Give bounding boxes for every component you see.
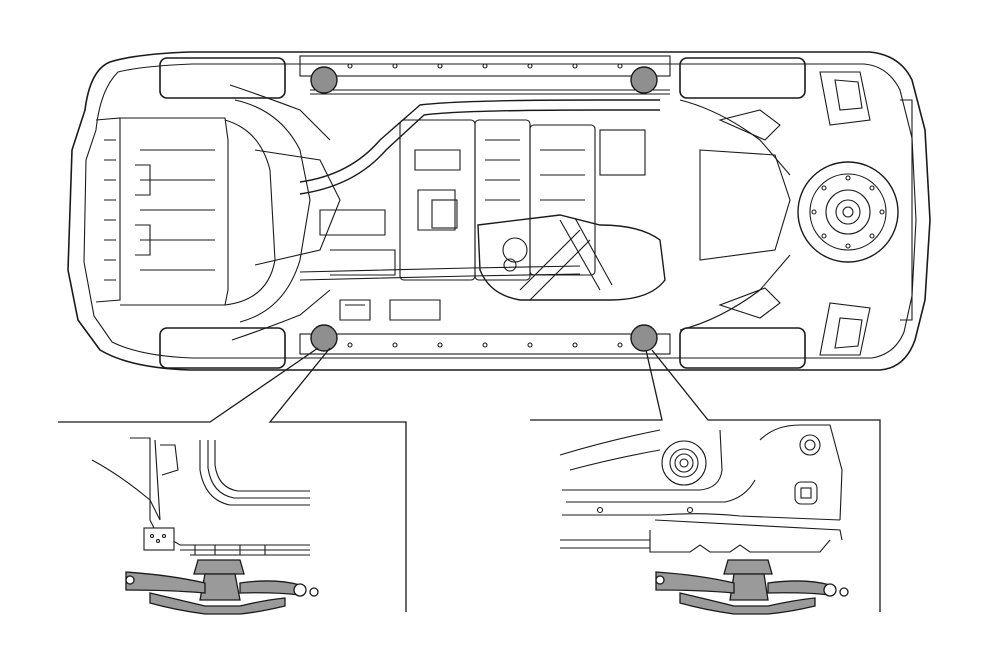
jack-point-rear-right	[630, 324, 658, 352]
body-outline	[67, 51, 931, 371]
exhaust-pipe	[299, 99, 660, 183]
front-left-tire	[159, 57, 286, 99]
rear-left-tire	[679, 57, 806, 99]
callout-lines	[58, 347, 881, 612]
front-jack-detail	[91, 437, 310, 556]
jack-point-rear-left	[630, 66, 658, 94]
fuel-tank	[477, 214, 666, 301]
jack-point-front-right	[310, 324, 338, 352]
vehicle-underside	[67, 51, 931, 371]
rear-scissor-jack	[655, 559, 849, 615]
sill-bolts	[347, 63, 623, 348]
jack-point-front-left	[310, 66, 338, 94]
front-scissor-jack	[125, 559, 319, 615]
spare-tire	[797, 161, 899, 263]
rear-jack-detail	[559, 424, 843, 553]
jack-points	[310, 66, 658, 352]
front-right-tire	[159, 327, 286, 369]
engine-undercover	[120, 117, 229, 306]
rear-right-tire	[679, 327, 806, 369]
